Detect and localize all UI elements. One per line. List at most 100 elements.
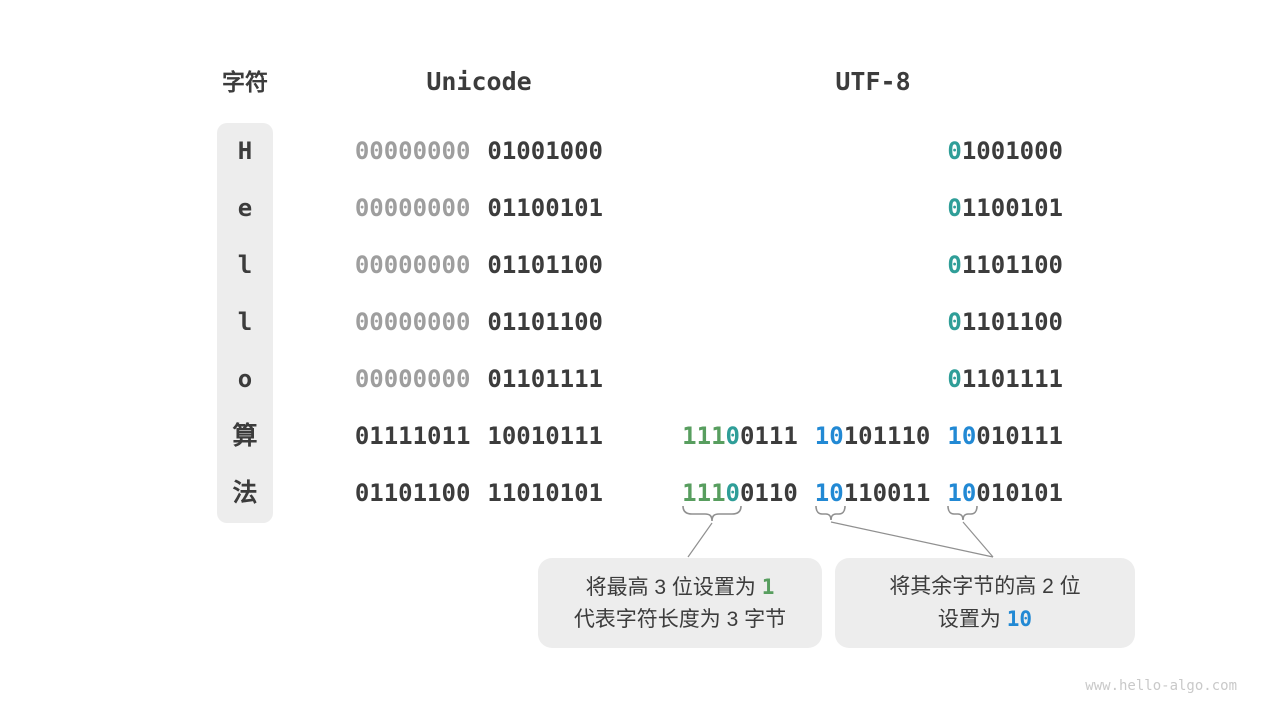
binary-byte: 01001000 [947,123,1063,180]
unicode-cell: 00000000 01101100 [340,294,603,351]
binary-byte: 10010111 [487,408,603,465]
binary-byte: 01101100 [487,237,603,294]
callout-text: 将最高 3 位设置为 [585,575,762,599]
binary-byte: 01100101 [947,180,1063,237]
utf8-cell: 01101100 [660,294,1063,351]
callout-text: 设置为 [937,607,1007,631]
char-cell: 法 [232,479,258,507]
bit-segment-dark: 0110 [739,479,798,507]
char-cell: e [237,194,253,222]
bit-segment-gray: 00000000 [354,308,471,336]
bit-segment-dark: 01101100 [487,308,603,336]
bit-segment-teal: 0 [725,479,740,507]
binary-byte: 11100111 [682,408,798,465]
bit-segment-teal: 0 [947,251,962,279]
bit-segment-dark: 01101111 [487,365,603,393]
unicode-cell: 00000000 01100101 [340,180,603,237]
bit-segment-blue: 10 [814,422,844,450]
callout-text-line: 将其余字节的高 2 位 [889,574,1081,598]
bit-segment-blue: 10 [947,479,977,507]
callout-text-line: 将最高 3 位设置为 1 [586,575,775,600]
binary-byte: 01101100 [355,465,471,522]
table-row: H 00000000 01001000 01001000 [0,123,1280,180]
bit-segment-teal: 0 [947,194,962,222]
bit-segment-green: 111 [682,479,726,507]
binary-byte: 11100110 [682,465,798,522]
bit-segment-blue: 10 [947,422,977,450]
unicode-cell: 00000000 01001000 [340,123,603,180]
column-header-utf8: UTF-8 [835,67,911,96]
bit-segment-dark: 01001000 [487,137,603,165]
bit-segment-dark: 110011 [843,479,931,507]
callout-high-bits: 将最高 3 位设置为 1 代表字符长度为 3 字节 [538,558,822,648]
bit-segment-dark: 1101100 [961,251,1063,279]
utf8-cell: 01001000 [660,123,1063,180]
bit-segment-teal: 0 [947,137,962,165]
bit-segment-teal: 0 [947,365,962,393]
bit-segment-gray: 00000000 [354,137,471,165]
utf8-cell: 01101100 [660,237,1063,294]
bit-segment-dark: 01101100 [354,479,471,507]
binary-byte: 01101111 [947,351,1063,408]
binary-byte: 00000000 [355,123,471,180]
binary-byte: 01100101 [487,180,603,237]
column-header-char: 字符 [222,69,268,95]
connector-line-right-2 [962,521,994,558]
bit-segment-dark: 01101100 [487,251,603,279]
char-cell: H [237,137,253,165]
bit-segment-dark: 1101111 [961,365,1063,393]
column-header-unicode: Unicode [426,67,532,96]
binary-byte: 00000000 [355,294,471,351]
binary-byte: 01101111 [487,351,603,408]
bit-segment-dark: 10010111 [487,422,603,450]
callout-value-blue: 10 [1006,606,1033,631]
connector-line-left [687,522,713,558]
binary-byte: 01111011 [355,408,471,465]
char-cell: o [237,365,253,393]
bit-segment-gray: 00000000 [354,365,471,393]
binary-byte: 01001000 [487,123,603,180]
binary-byte: 11010101 [487,465,603,522]
binary-byte: 00000000 [355,351,471,408]
callout-text-line: 设置为 10 [938,607,1032,632]
binary-byte: 00000000 [355,237,471,294]
bit-segment-gray: 00000000 [354,251,471,279]
bit-segment-gray: 00000000 [354,194,471,222]
utf8-cell: 01101111 [660,351,1063,408]
unicode-cell: 00000000 01101100 [340,237,603,294]
char-cell: l [237,308,253,336]
bit-segment-dark: 101110 [843,422,931,450]
bit-segment-dark: 010101 [976,479,1063,507]
bit-segment-teal: 0 [947,308,962,336]
bit-segment-dark: 01111011 [354,422,471,450]
binary-byte: 10010111 [947,408,1063,465]
binary-byte: 10101110 [815,408,931,465]
binary-byte: 00000000 [355,180,471,237]
char-cell: l [237,251,253,279]
unicode-cell: 01101100 11010101 [340,465,603,522]
bit-segment-dark: 010111 [976,422,1063,450]
connector-line-right-1 [830,521,994,558]
bit-segment-dark: 11010101 [487,479,603,507]
bit-segment-teal: 0 [725,422,740,450]
binary-byte: 01101100 [947,294,1063,351]
bit-segment-dark: 1101100 [961,308,1063,336]
utf8-cell: 01100101 [660,180,1063,237]
binary-byte: 10110011 [815,465,931,522]
unicode-cell: 00000000 01101111 [340,351,603,408]
binary-byte: 10010101 [947,465,1063,522]
callout-text-line: 代表字符长度为 3 字节 [573,607,787,631]
bit-segment-blue: 10 [814,479,844,507]
binary-byte: 01101100 [487,294,603,351]
watermark: www.hello-algo.com [1085,678,1237,694]
char-column-background [217,123,273,523]
callout-value-green: 1 [761,574,775,599]
callout-continuation-bits: 将其余字节的高 2 位 设置为 10 [835,558,1135,648]
bit-segment-dark: 1100101 [961,194,1063,222]
